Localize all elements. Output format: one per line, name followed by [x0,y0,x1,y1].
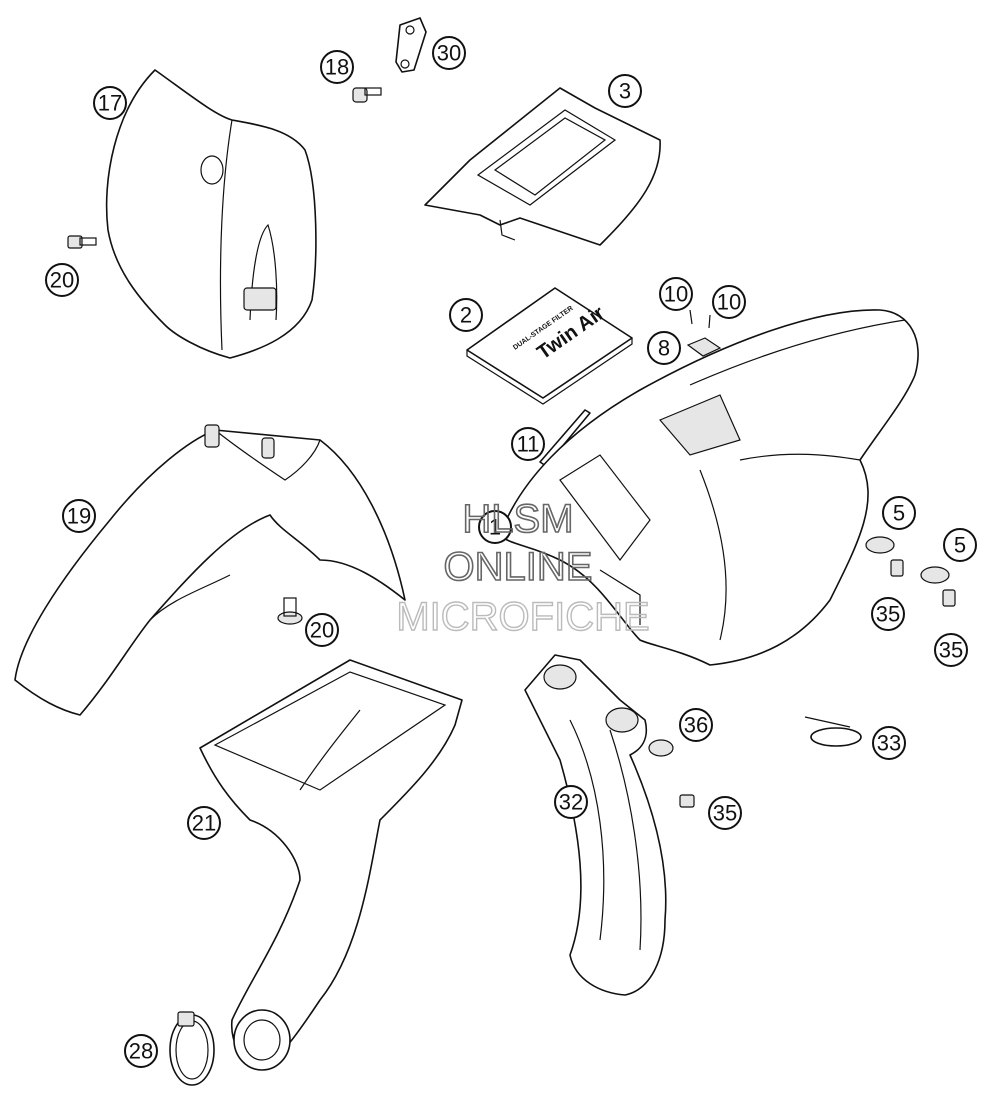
svg-text:19: 19 [67,504,91,529]
callout: 10 [712,285,746,319]
watermark-line-2: ONLINE [444,545,593,589]
callout: 1 [478,510,512,544]
callout: 20 [45,263,79,297]
callout: 10 [659,277,693,311]
svg-text:17: 17 [98,91,122,116]
rubber-washer-part [865,536,950,584]
callout: 19 [62,499,96,533]
svg-text:35: 35 [713,801,737,826]
rear-fender-part [499,309,919,666]
svg-text:28: 28 [129,1039,153,1064]
callout: 8 [647,331,681,365]
svg-text:36: 36 [684,713,708,738]
screw-part [277,597,303,625]
intake-boot-part [199,659,463,1071]
callout: 21 [187,806,221,840]
svg-text:30: 30 [437,41,461,66]
callout: 28 [124,1034,158,1068]
svg-text:20: 20 [50,268,74,293]
bolt-part [352,87,382,103]
callout: 5 [943,528,977,562]
callout: 32 [554,785,588,819]
watermark-line-1: HLSM [462,497,573,541]
watermark-line-3: MICROFICHE [396,595,649,639]
svg-text:20: 20 [310,618,334,643]
cable-tie-part [804,716,862,747]
svg-text:21: 21 [192,811,216,836]
airbox-cover-part [424,87,661,246]
hose-clamp-part [169,1011,215,1086]
svg-text:1: 1 [489,515,501,540]
svg-text:18: 18 [325,55,349,80]
washer-part [648,739,674,757]
screw-part [67,235,97,249]
callout: 35 [934,633,968,667]
svg-text:33: 33 [877,731,901,756]
bolt-part [679,559,956,808]
svg-text:5: 5 [893,501,905,526]
filter-box-part: Twin Air DUAL-STAGE FILTER [466,287,633,405]
svg-text:5: 5 [954,533,966,558]
callout: 36 [679,708,713,742]
svg-text:8: 8 [658,336,670,361]
svg-text:32: 32 [559,790,583,815]
bracket-part [395,17,427,73]
svg-text:2: 2 [460,303,472,328]
svg-text:35: 35 [939,638,963,663]
watermark: HLSM ONLINE MICROFICHE [396,496,651,640]
clip-part [686,337,722,357]
callout: 3 [608,74,642,108]
callout: 18 [320,50,354,84]
callout: 35 [871,597,905,631]
svg-text:11: 11 [517,432,540,457]
callout: 2 [449,298,483,332]
callout: 11 [511,427,545,461]
callout: 17 [93,86,127,120]
svg-text:10: 10 [717,290,741,315]
svg-text:10: 10 [664,282,688,307]
air-duct-part [524,654,667,996]
rivet-part [689,309,711,329]
callout: 30 [432,36,466,70]
number-plate-part [105,69,317,359]
callout: 5 [882,496,916,530]
svg-text:35: 35 [876,602,900,627]
callout: 20 [305,613,339,647]
svg-text:3: 3 [619,79,631,104]
callout: 33 [872,726,906,760]
front-fender-part [14,424,406,716]
callout: 35 [708,796,742,830]
